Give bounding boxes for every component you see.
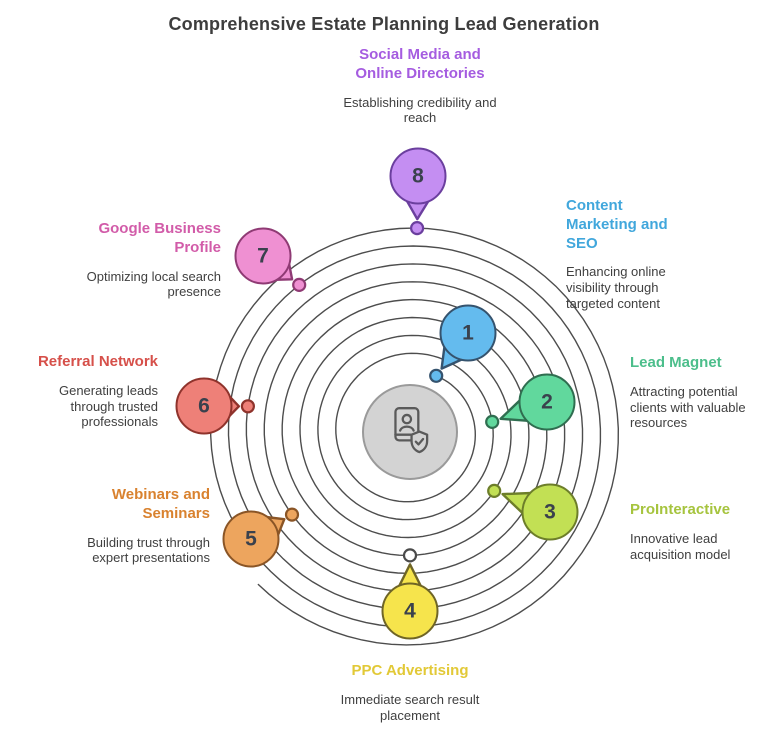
page-title: Comprehensive Estate Planning Lead Gener… [168, 14, 600, 35]
step-description: Optimizing local search presence [86, 268, 221, 300]
step-label-ppc-advertising: PPC Advertising Immediate search result … [285, 662, 535, 723]
spiral-dot-8 [410, 221, 425, 236]
spiral-dot-7 [292, 277, 307, 292]
step-bubble-1: 1 [439, 304, 497, 362]
step-label-prointeractive: ProInteractive Innovative lead acquisiti… [630, 501, 764, 562]
step-title: Webinars and Seminars [111, 486, 210, 522]
step-title: PPC Advertising [351, 662, 469, 679]
step-description: Generating leads through trusted profess… [58, 382, 158, 430]
step-number: 7 [257, 244, 269, 267]
step-bubble-5: 5 [222, 510, 280, 568]
spiral-dot-5 [284, 507, 300, 522]
step-bubble-8: 8 [389, 147, 447, 205]
step-label-lead-magnet: Lead Magnet Attracting potential clients… [630, 354, 764, 431]
step-bubble-7: 7 [234, 227, 292, 285]
step-label-social-media-directories: Social Media and Online Directories Esta… [318, 46, 522, 126]
spiral-dot-6 [240, 399, 255, 414]
spiral-dot-2 [485, 414, 500, 429]
step-title: Google Business Profile [98, 220, 221, 256]
step-label-google-business-profile: Google Business Profile Optimizing local… [71, 220, 221, 300]
step-label-content-marketing-seo: Content Marketing and SEO Enhancing onli… [566, 197, 694, 312]
step-label-webinars-seminars: Webinars and Seminars Building trust thr… [68, 486, 210, 566]
step-description: Immediate search result placement [340, 691, 480, 723]
step-title: Content Marketing and SEO [566, 197, 668, 252]
step-number: 5 [245, 527, 257, 550]
step-title: Lead Magnet [630, 354, 722, 371]
step-number: 8 [412, 164, 424, 187]
step-number: 4 [404, 599, 416, 622]
step-description: Attracting potential clients with valuab… [630, 383, 746, 431]
step-title: Referral Network [37, 353, 158, 370]
step-bubble-3: 3 [521, 483, 579, 541]
step-bubble-2: 2 [518, 373, 576, 431]
step-title: Social Media and Online Directories [355, 46, 485, 82]
step-description: Building trust through expert presentati… [87, 534, 210, 566]
step-number: 6 [198, 394, 210, 417]
id-card-shield-check-icon [385, 403, 435, 462]
spiral-dot-1 [429, 368, 444, 383]
step-title: ProInteractive [630, 501, 731, 518]
step-description: Innovative lead acquisition model [630, 530, 731, 562]
step-number: 2 [541, 390, 553, 413]
step-bubble-4: 4 [381, 582, 439, 640]
step-description: Enhancing online visibility through targ… [566, 264, 666, 311]
step-number: 3 [544, 500, 556, 523]
step-bubble-6: 6 [175, 377, 233, 435]
step-description: Establishing credibility and reach [343, 94, 497, 126]
step-number: 1 [462, 321, 474, 344]
step-label-referral-network: Referral Network Generating leads throug… [18, 353, 158, 430]
spiral-dot-4 [402, 548, 418, 563]
spiral-dot-3 [487, 483, 502, 498]
center-hub [362, 384, 458, 480]
